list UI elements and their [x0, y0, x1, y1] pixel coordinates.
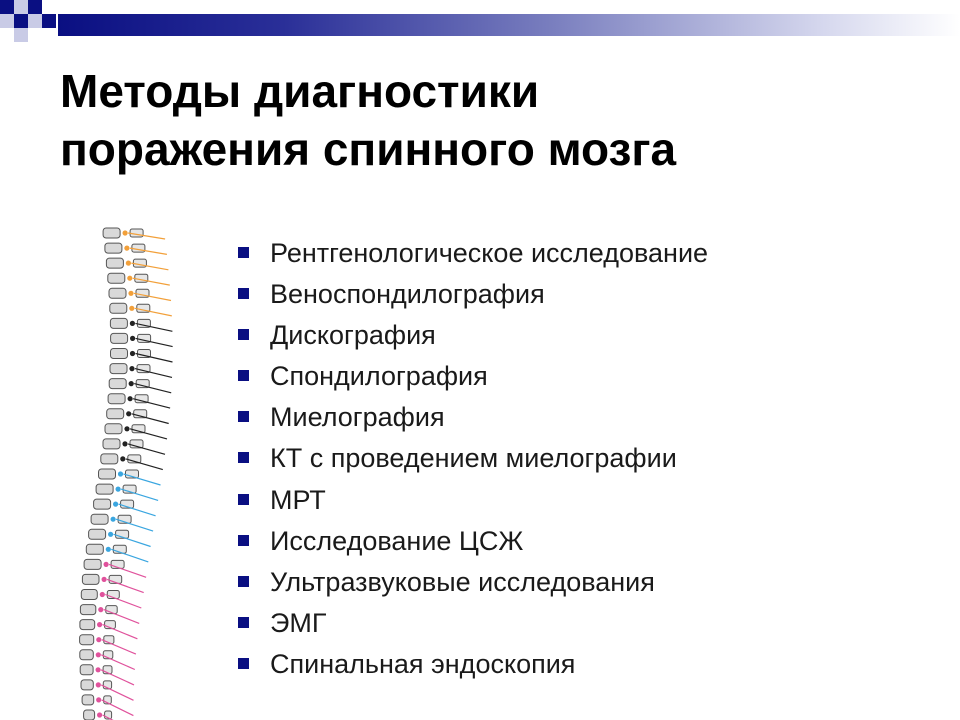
bullet-icon	[238, 657, 249, 669]
method-label: Дискография	[270, 320, 436, 351]
list-item: Рентгенологическое исследование	[236, 233, 926, 274]
vertebra	[90, 513, 154, 532]
vertebra	[83, 558, 147, 578]
vertebra	[80, 679, 134, 701]
decor-square	[14, 14, 28, 28]
method-label: КТ с проведением миелографии	[270, 443, 677, 474]
bullet-icon	[238, 329, 249, 341]
slide-title: Методы диагностики поражения спинного мо…	[60, 62, 920, 178]
method-label: ЭМГ	[270, 607, 327, 638]
vertebra	[81, 694, 134, 717]
vertebra	[108, 378, 172, 394]
list-item: Спондилография	[236, 356, 926, 397]
decor-square	[0, 14, 14, 28]
list-item: Исследование ЦСЖ	[236, 521, 926, 562]
vertebra	[109, 317, 173, 332]
list-item: Спинальная эндоскопия	[236, 644, 926, 685]
vertebra	[105, 257, 169, 271]
decor-square	[42, 14, 56, 28]
vertebra	[102, 438, 166, 455]
list-item: КТ с проведением миелографии	[236, 438, 926, 479]
title-line-1: Методы диагностики	[60, 65, 540, 117]
method-label: Миелография	[270, 402, 445, 433]
vertebra	[109, 302, 172, 317]
method-label: Спинальная эндоскопия	[270, 648, 576, 679]
vertebra	[110, 332, 173, 348]
vertebra	[79, 649, 136, 671]
decor-square	[14, 28, 28, 42]
vertebra	[107, 393, 171, 409]
vertebra	[108, 287, 172, 302]
method-label: МРТ	[270, 484, 326, 515]
vertebra	[100, 453, 163, 471]
list-item: ЭМГ	[236, 603, 926, 644]
vertebra	[102, 227, 166, 240]
vertebra	[93, 498, 156, 517]
diagnostic-methods-list: Рентгенологическое исследование Веноспон…	[236, 233, 926, 685]
bullet-icon	[238, 452, 249, 464]
vertebra	[104, 423, 168, 440]
method-label: Рентгенологическое исследование	[270, 238, 709, 268]
bullet-icon	[238, 247, 249, 258]
decor-square	[0, 0, 14, 14]
title-line-2: поражения спинного мозга	[60, 123, 677, 175]
vertebra	[110, 348, 173, 363]
decorative-top-band	[0, 0, 960, 42]
list-item: Дискография	[236, 315, 926, 356]
bullet-icon	[238, 411, 249, 423]
list-item: МРТ	[236, 480, 926, 521]
vertebra	[79, 619, 138, 640]
bullet-icon	[238, 616, 249, 628]
bullet-icon	[238, 370, 249, 382]
bullet-icon	[238, 288, 249, 300]
vertebra	[106, 408, 169, 425]
vertebra	[98, 468, 161, 486]
list-item: Миелография	[236, 397, 926, 438]
vertebra	[85, 543, 149, 563]
spine-illustration	[79, 227, 173, 720]
vertebra	[104, 242, 168, 255]
bullet-icon	[238, 534, 249, 546]
vertebra	[79, 664, 135, 686]
method-label: Спондилография	[270, 361, 488, 392]
vertebra	[95, 483, 159, 501]
list-item: Ультразвуковые исследования	[236, 562, 926, 603]
vertebra	[83, 709, 114, 720]
bullet-icon	[238, 493, 249, 505]
vertebra	[109, 363, 173, 378]
decor-square	[28, 0, 42, 14]
method-label: Исследование ЦСЖ	[270, 525, 524, 556]
method-label: Веноспондилография	[270, 279, 545, 310]
list-item: Веноспондилография	[236, 274, 926, 315]
decor-gradient-bar	[58, 14, 960, 36]
decor-square	[14, 0, 28, 14]
vertebra	[79, 634, 137, 655]
vertebra	[79, 604, 140, 624]
vertebra	[80, 589, 142, 609]
decor-square	[28, 14, 42, 28]
bullet-icon	[238, 575, 249, 587]
method-label: Ультразвуковые исследования	[270, 566, 655, 597]
vertebra	[81, 573, 144, 594]
vertebra	[88, 528, 151, 548]
vertebra	[107, 272, 170, 286]
